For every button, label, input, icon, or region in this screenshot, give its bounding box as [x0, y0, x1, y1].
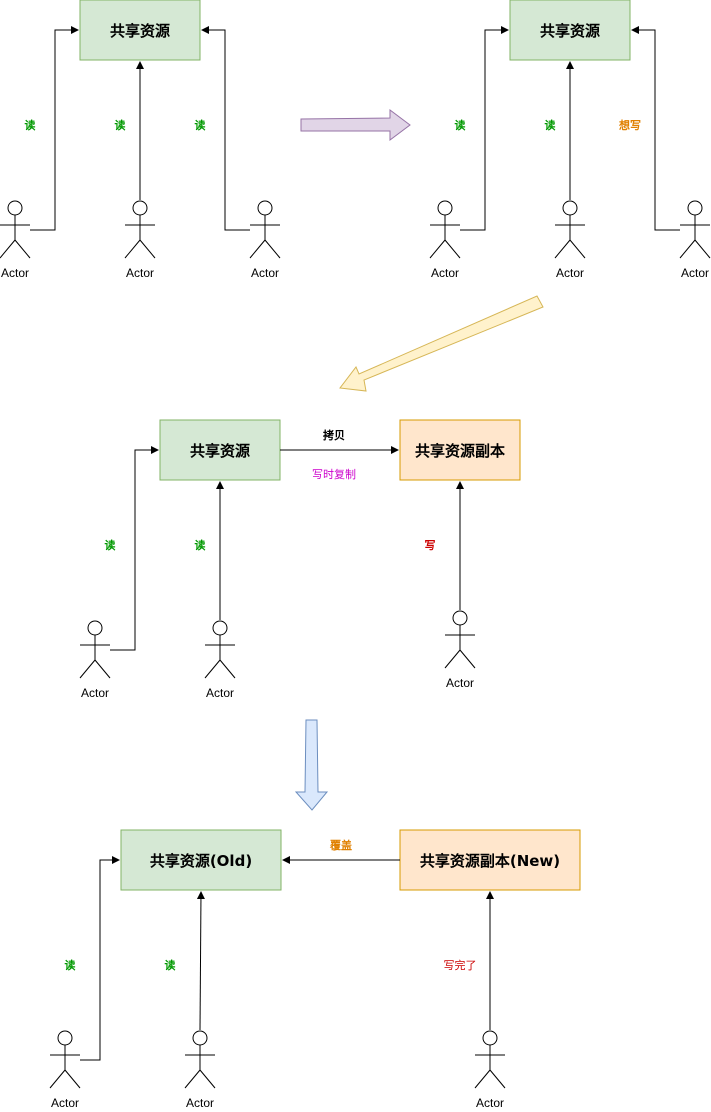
shared-old-box[interactable] [120, 829, 282, 891]
actor-icon [249, 200, 281, 259]
shared-copy-label-3: 共享资源副本 [415, 442, 505, 460]
want-write-arrow-2 [631, 26, 680, 231]
read-label-2b: 读 [545, 118, 556, 132]
actor-label: Actor [446, 676, 474, 690]
shared-resource-label-1: 共享资源 [110, 22, 170, 40]
read-label-1c: 读 [195, 118, 206, 132]
shared-resource-box-3[interactable] [159, 419, 281, 481]
actor-icon [184, 1030, 216, 1089]
actor-label: Actor [126, 266, 154, 280]
stage-4: 共享资源(Old) 共享资源副本(New) 覆盖 读 读 写完了 Actor A… [49, 829, 581, 1110]
read-arrow-4a [80, 856, 120, 1061]
read-label-1b: 读 [115, 118, 126, 132]
read-label-2a: 读 [455, 118, 466, 132]
read-label-4b: 读 [165, 958, 176, 972]
write-done-label: 写完了 [444, 958, 477, 972]
actor-label: Actor [206, 686, 234, 700]
shared-copy-new-label: 共享资源副本(New) [420, 852, 560, 870]
shared-resource-label-3: 共享资源 [190, 442, 250, 460]
write-label-3: 写 [425, 539, 436, 552]
want-write-label: 想写 [618, 118, 641, 132]
copy-label: 拷贝 [323, 428, 345, 442]
stage-2: 共享资源 读 读 想写 Actor Actor Actor [429, 0, 711, 280]
actor-label: Actor [556, 266, 584, 280]
actor-label: Actor [1, 266, 29, 280]
shared-resource-label-2: 共享资源 [540, 22, 600, 40]
actor-label: Actor [51, 1096, 79, 1110]
actor-label: Actor [476, 1096, 504, 1110]
actor-label: Actor [431, 266, 459, 280]
actor-icon [204, 620, 236, 679]
read-arrow-3a [110, 446, 159, 651]
shared-resource-box-2[interactable] [509, 0, 631, 61]
read-arrow-1a [30, 26, 79, 231]
actor-icon [124, 200, 156, 259]
actor-icon [679, 200, 711, 259]
read-label-1a: 读 [25, 118, 36, 132]
shared-copy-new-box[interactable] [399, 829, 581, 891]
read-arrow-4b [196, 891, 205, 1031]
actor-icon [0, 200, 31, 259]
transition-arrow-right [300, 109, 411, 141]
read-label-4a: 读 [65, 958, 76, 972]
shared-copy-box-3[interactable] [399, 419, 521, 481]
overwrite-label: 覆盖 [330, 838, 352, 852]
actor-icon [474, 1030, 506, 1089]
transition-arrow-diagonal [339, 295, 544, 392]
actor-icon [79, 620, 111, 679]
copy-on-write-label: 写时复制 [312, 467, 356, 481]
actor-label: Actor [81, 686, 109, 700]
actor-icon [444, 610, 476, 669]
actor-icon [429, 200, 461, 259]
shared-resource-box-1[interactable] [79, 0, 201, 61]
actor-label: Actor [681, 266, 709, 280]
actor-icon [554, 200, 586, 259]
read-arrow-2a [460, 26, 509, 231]
read-label-3a: 读 [105, 538, 116, 552]
shared-old-label: 共享资源(Old) [150, 852, 252, 870]
stage-3: 共享资源 共享资源副本 拷贝 写时复制 读 读 写 Actor Actor Ac… [79, 419, 521, 700]
actor-label: Actor [186, 1096, 214, 1110]
stage-1: 共享资源 读 读 读 Actor Actor Actor [0, 0, 281, 280]
actor-label: Actor [251, 266, 279, 280]
actor-icon [49, 1030, 81, 1089]
read-arrow-1c [201, 26, 250, 231]
transition-arrow-down [294, 719, 329, 811]
read-label-3b: 读 [195, 538, 206, 552]
